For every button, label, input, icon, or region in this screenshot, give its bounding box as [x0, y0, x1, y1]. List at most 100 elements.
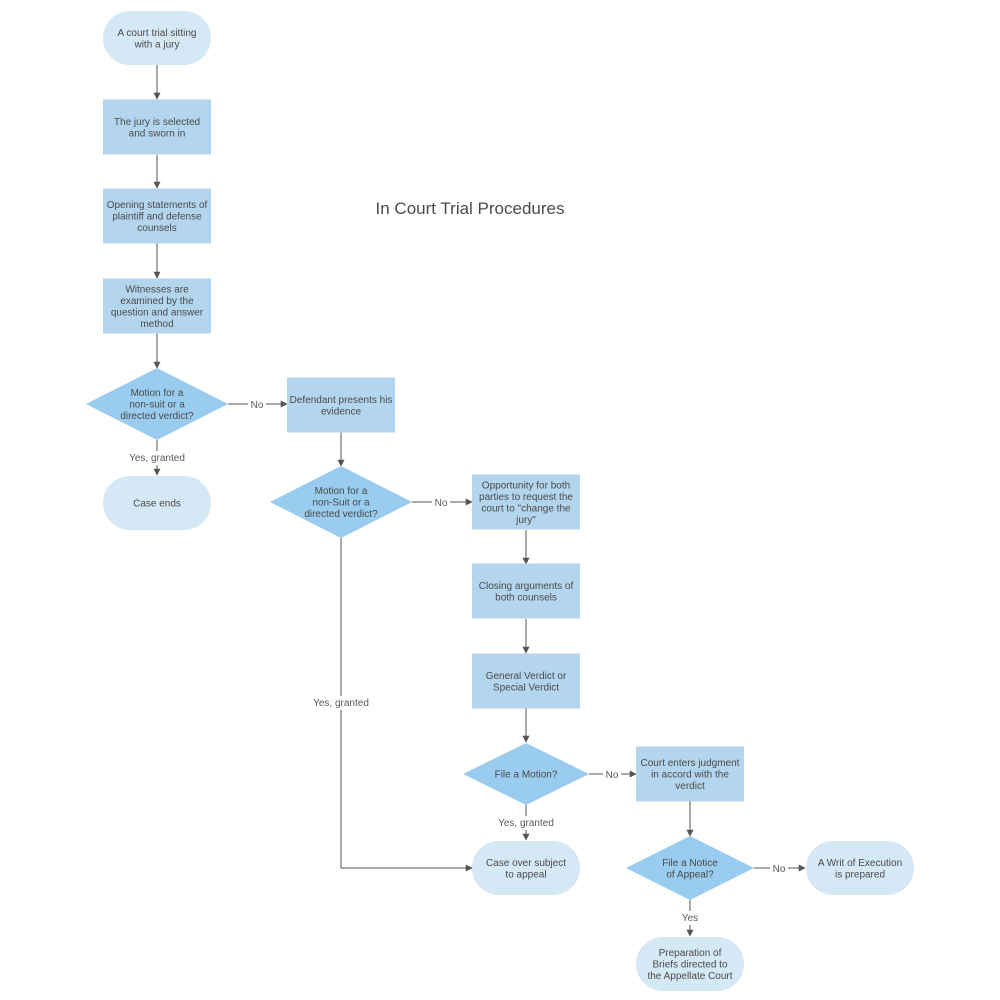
defendant-label-line: evidence: [321, 406, 361, 417]
svg-text:Yes, granted: Yes, granted: [129, 453, 185, 464]
opening-label-line: plaintiff and defense: [112, 212, 202, 223]
defendant-label-line: Defendant presents his: [290, 395, 393, 406]
file-motion-label: File a Motion?: [495, 770, 558, 781]
writ-shape: [806, 841, 914, 895]
motion1-shape: [86, 368, 228, 440]
closing-label-line: Closing arguments of: [479, 581, 574, 592]
briefs-label-line: Preparation of: [659, 948, 722, 959]
change-jury-label-line: Opportunity for both: [482, 480, 570, 491]
opening-shape: [103, 188, 211, 244]
case-over-label-line: Case over subject: [486, 858, 566, 869]
jury-shape: [103, 99, 211, 155]
motion1-label-line: non-suit or a: [129, 400, 185, 411]
svg-text:Yes, granted: Yes, granted: [498, 818, 554, 829]
judgment-label-line: verdict: [675, 781, 705, 792]
start-shape: [103, 11, 211, 65]
label-file-motion-yes: Yes, granted: [494, 816, 558, 830]
notice-label-line: File a Notice: [662, 858, 718, 869]
svg-text:No: No: [606, 770, 619, 781]
jury-label-line: The jury is selected: [114, 117, 200, 128]
start-label-line: A court trial sitting: [118, 28, 197, 39]
node-case-ends: Case ends: [103, 476, 211, 530]
briefs-label-line: the Appellate Court: [647, 971, 732, 982]
closing-shape: [472, 563, 580, 619]
witnesses-label-line: examined by the: [120, 296, 194, 307]
motion1-label-line: directed verdict?: [120, 411, 194, 422]
verdict-shape: [472, 653, 580, 709]
case-ends-label: Case ends: [133, 499, 181, 510]
judgment-label-line: Court enters judgment: [641, 758, 740, 769]
motion2-label-line: directed verdict?: [304, 509, 378, 520]
label-motion2-no: No: [432, 495, 450, 509]
briefs-label-line: Briefs directed to: [652, 960, 727, 971]
witnesses-label-line: question and answer: [111, 307, 204, 318]
label-motion1-yes: Yes, granted: [125, 451, 189, 465]
closing-label-line: both counsels: [495, 592, 557, 603]
opening-label-line: counsels: [137, 223, 176, 234]
svg-text:No: No: [251, 400, 264, 411]
motion2-label-line: Motion for a: [315, 486, 368, 497]
notice-label-line: of Appeal?: [666, 869, 714, 880]
verdict-label-line: Special Verdict: [493, 682, 559, 693]
case-ends-shape: [103, 476, 211, 530]
svg-text:Yes, granted: Yes, granted: [313, 698, 369, 709]
witnesses-label-line: method: [140, 319, 173, 330]
label-file-motion-no: No: [603, 767, 621, 781]
case-over-label-line: to appeal: [505, 869, 546, 880]
motion1-label-line: Motion for a: [131, 388, 184, 399]
writ-label-line: A Writ of Execution: [818, 858, 902, 869]
motion2-shape: [270, 466, 412, 538]
verdict-label-line: General Verdict or: [486, 671, 567, 682]
change-jury-shape: [472, 474, 580, 530]
witnesses-label-line: Witnesses are: [125, 284, 189, 295]
change-jury-label-line: court to "change the: [481, 503, 571, 514]
change-jury-label-line: parties to request the: [479, 492, 573, 503]
witnesses-shape: [103, 278, 211, 334]
label-motion2-yes: Yes, granted: [309, 696, 373, 710]
node-file-motion: File a Motion?: [463, 743, 589, 805]
label-notice-yes: Yes: [678, 911, 702, 925]
label-notice-no: No: [770, 861, 788, 875]
start-label-line: with a jury: [133, 39, 179, 50]
opening-label-line: Opening statements of: [107, 200, 208, 211]
case-over-shape: [472, 841, 580, 895]
notice-shape: [626, 836, 754, 900]
writ-label-line: is prepared: [835, 869, 885, 880]
file-motion-shape: [463, 743, 589, 805]
edge-labels: No Yes, granted No Yes, granted No Yes, …: [125, 397, 788, 925]
judgment-label-line: in accord with the: [651, 770, 729, 781]
edge-motion2-to-case-over: [340, 538, 473, 872]
file-motion-label-line: File a Motion?: [495, 770, 558, 781]
diagram-title: In Court Trial Procedures: [376, 199, 565, 218]
label-motion1-no: No: [248, 397, 266, 411]
jury-label-line: and sworn in: [129, 128, 186, 139]
